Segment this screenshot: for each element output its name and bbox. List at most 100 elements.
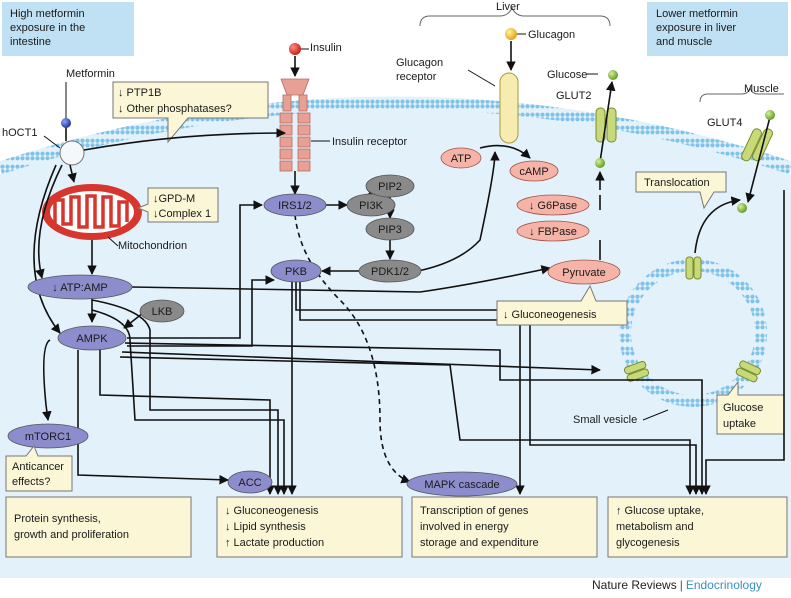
vesicle-glut-icon: [623, 256, 762, 383]
svg-text:↓ Other phosphatases?: ↓ Other phosphatases?: [118, 103, 232, 115]
pathway-diagram: High metformin exposure in the intestine…: [0, 1, 791, 578]
outcome-glucose-uptake: ↑ Glucose uptake, metabolism and glycoge…: [607, 496, 788, 558]
gluconeogenesis-callout: ↓ Gluconeogenesis: [496, 284, 628, 326]
g6pase-node: ↓ G6Pase: [516, 194, 590, 216]
publisher-name: Nature Reviews: [592, 578, 677, 592]
svg-text:storage and expenditure: storage and expenditure: [420, 537, 539, 549]
glucagon-receptor-label-2: receptor: [396, 71, 437, 83]
pyruvate-node: Pyruvate: [547, 259, 621, 285]
glucose-molecule-icon: [608, 70, 618, 80]
gpdm-callout: ↓GPD-M ↓Complex 1: [136, 187, 219, 223]
svg-text:↓GPD-M: ↓GPD-M: [153, 193, 195, 205]
insulin-molecule-icon: [289, 43, 301, 55]
svg-text:Anticancer: Anticancer: [12, 461, 64, 473]
mtorc1-node: mTORC1: [7, 423, 89, 449]
atp-node: ATP: [440, 147, 482, 169]
outcome-gluconeogenesis: ↓ Gluconeogenesis ↓ Lipid synthesis ↑ La…: [216, 496, 403, 558]
svg-text:PIP3: PIP3: [378, 224, 402, 236]
camp-node: cAMP: [509, 160, 559, 182]
svg-text:Glucose: Glucose: [723, 402, 763, 414]
ampk-node: AMPK: [57, 325, 127, 351]
outcome-transcription: Transcription of genes involved in energ…: [411, 496, 598, 558]
svg-text:LKB: LKB: [152, 306, 173, 318]
svg-text:↓Complex 1: ↓Complex 1: [153, 208, 211, 220]
svg-text:↑ Lactate production: ↑ Lactate production: [225, 537, 324, 549]
svg-text:exposure in the: exposure in the: [10, 22, 85, 34]
svg-text:↓ Gluconeogenesis: ↓ Gluconeogenesis: [225, 505, 319, 517]
svg-text:IRS1/2: IRS1/2: [278, 200, 312, 212]
liver-label: Liver: [496, 1, 520, 13]
svg-text:Protein synthesis,: Protein synthesis,: [14, 513, 101, 525]
glucose-molecule-icon-3: [765, 110, 775, 120]
cell-cytoplasm: [0, 109, 791, 578]
svg-text:cAMP: cAMP: [519, 166, 548, 178]
svg-text:AMPK: AMPK: [76, 333, 108, 345]
pathway-arrows: [33, 128, 785, 495]
journal-credit: Nature Reviews|Endocrinology: [592, 578, 762, 592]
svg-text:PI3K: PI3K: [359, 200, 384, 212]
svg-text:↓ PTP1B: ↓ PTP1B: [118, 87, 161, 99]
mitochondrion-icon: [42, 184, 142, 240]
ptp1b-callout: ↓ PTP1B ↓ Other phosphatases?: [112, 81, 269, 144]
insulin-receptor-icon: [279, 78, 311, 172]
metformin-molecule-icon: [61, 118, 71, 128]
anticancer-callout: Anticancer effects?: [5, 445, 73, 492]
svg-text:MAPK cascade: MAPK cascade: [424, 479, 499, 491]
metformin-label: Metformin: [66, 68, 115, 80]
svg-text:effects?: effects?: [12, 476, 50, 488]
svg-text:Pyruvate: Pyruvate: [562, 267, 605, 279]
glucose-uptake-callout: Glucose uptake: [716, 380, 785, 435]
plasma-membrane: [0, 96, 791, 175]
svg-text:intestine: intestine: [10, 36, 51, 48]
svg-text:growth and proliferation: growth and proliferation: [14, 529, 129, 541]
svg-text:Lower metformin: Lower metformin: [656, 8, 738, 20]
svg-text:PIP2: PIP2: [378, 181, 402, 193]
translocation-callout: Translocation: [635, 171, 727, 210]
svg-text:↓ ATP:AMP: ↓ ATP:AMP: [52, 282, 107, 294]
low-exposure-box: Lower metformin exposure in liver and mu…: [647, 2, 788, 56]
glucose-molecule-icon-4: [737, 203, 747, 213]
glucagon-label: Glucagon: [528, 29, 575, 41]
lkb-node: LKB: [139, 299, 185, 323]
pip2-node: PIP2: [365, 174, 415, 198]
svg-text:High metformin: High metformin: [10, 8, 85, 20]
liver-brace: [419, 6, 611, 27]
glucagon-receptor-icon: [499, 72, 519, 144]
journal-name: Endocrinology: [685, 578, 762, 592]
svg-text:and muscle: and muscle: [656, 36, 712, 48]
insulin-receptor-label: Insulin receptor: [332, 136, 408, 148]
muscle-brace: [699, 86, 784, 103]
pi3k-node: PI3K: [346, 193, 396, 217]
pip3-node: PIP3: [365, 217, 415, 241]
svg-text:Translocation: Translocation: [644, 177, 710, 189]
credit-separator: |: [679, 578, 683, 592]
svg-text:ATP: ATP: [451, 153, 472, 165]
glucagon-molecule-icon: [505, 28, 517, 40]
insulin-label: Insulin: [310, 42, 342, 54]
svg-text:↓ Gluconeogenesis: ↓ Gluconeogenesis: [503, 309, 597, 321]
muscle-label: Muscle: [744, 83, 779, 95]
high-exposure-box: High metformin exposure in the intestine: [2, 2, 134, 56]
svg-text:uptake: uptake: [723, 418, 756, 430]
outcome-protein-synthesis: Protein synthesis, growth and proliferat…: [5, 496, 192, 558]
svg-text:glycogenesis: glycogenesis: [616, 537, 680, 549]
svg-text:mTORC1: mTORC1: [25, 431, 71, 443]
svg-text:ACC: ACC: [238, 477, 261, 489]
pdk-node: PDK1/2: [358, 259, 422, 283]
atp-amp-node: ↓ ATP:AMP: [27, 274, 133, 300]
small-vesicle-label: Small vesicle: [573, 414, 637, 426]
svg-text:PDK1/2: PDK1/2: [371, 266, 409, 278]
fbpase-node: ↓ FBPase: [516, 220, 590, 242]
svg-text:involved in energy: involved in energy: [420, 521, 509, 533]
svg-text:exposure in liver: exposure in liver: [656, 22, 736, 34]
glucagon-receptor-label: Glucagon: [396, 57, 443, 69]
irs-node: IRS1/2: [263, 193, 327, 217]
glut4-label: GLUT4: [707, 117, 742, 129]
svg-text:Transcription of genes: Transcription of genes: [420, 505, 529, 517]
glucose-molecule-icon-2: [595, 158, 605, 168]
svg-text:↓ Lipid synthesis: ↓ Lipid synthesis: [225, 521, 306, 533]
glucose-label-liver: Glucose: [547, 69, 587, 81]
pkb-node: PKB: [270, 259, 322, 283]
svg-text:↓ FBPase: ↓ FBPase: [529, 226, 577, 238]
